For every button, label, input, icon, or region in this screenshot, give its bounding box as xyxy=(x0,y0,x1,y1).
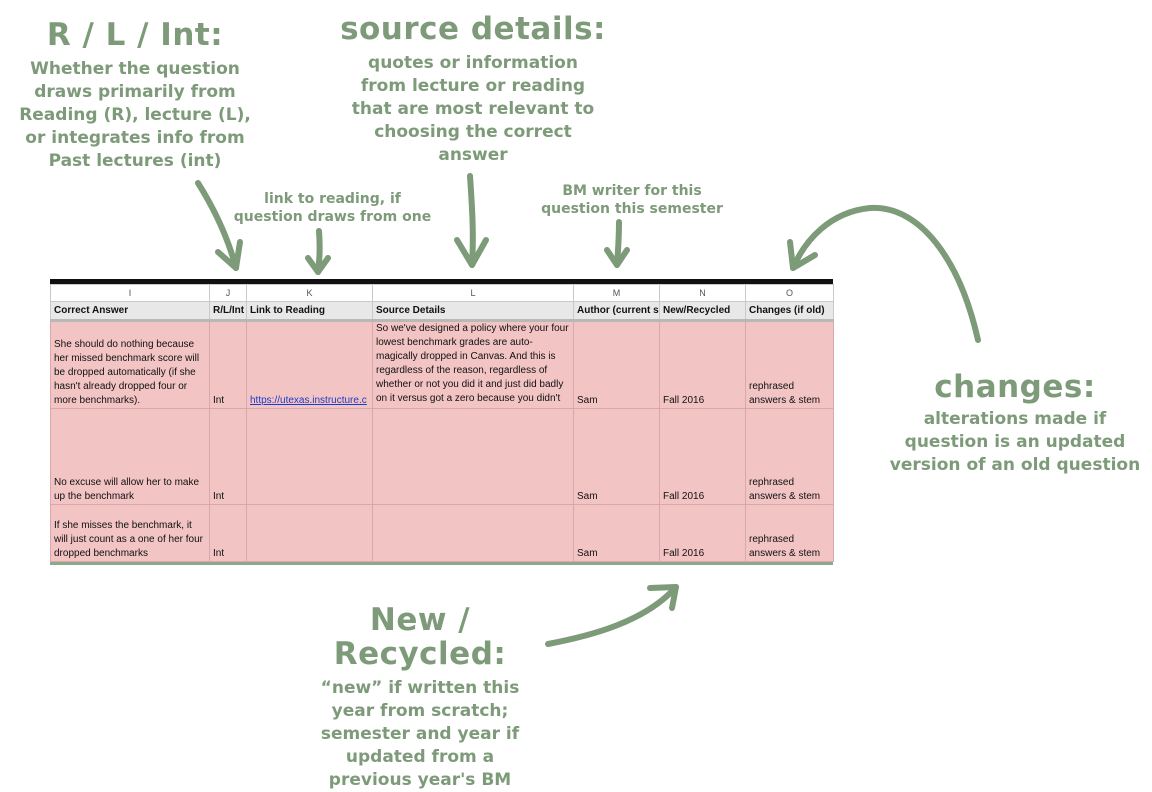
changes-description: alterations made if question is an updat… xyxy=(889,409,1141,476)
header-author[interactable]: Author (current se xyxy=(573,301,660,322)
header-source-details[interactable]: Source Details xyxy=(372,301,574,322)
link-reading-annotation: link to reading, if question draws from … xyxy=(230,190,435,226)
cell-source-details[interactable] xyxy=(372,504,574,562)
arrowhead-new-recycled xyxy=(647,584,679,611)
link-reading-description: link to reading, if question draws from … xyxy=(233,191,432,225)
column-letter-i[interactable]: I xyxy=(50,284,210,302)
new-recycled-annotation: New / Recycled: “new” if written this ye… xyxy=(290,603,550,792)
cell-rli[interactable]: Int xyxy=(209,320,247,409)
cell-rli[interactable]: Int xyxy=(209,504,247,562)
column-letter-l[interactable]: L xyxy=(372,284,574,302)
header-rli[interactable]: R/L/Int xyxy=(209,301,247,322)
cell-link-reading[interactable] xyxy=(246,408,373,505)
sheet-bottom-border xyxy=(50,562,833,565)
rli-heading: R / L / Int: xyxy=(46,17,224,53)
header-new-recycled[interactable]: New/Recycled xyxy=(659,301,746,322)
column-letter-j[interactable]: J xyxy=(209,284,247,302)
new-recycled-description: “new” if written this year from scratch;… xyxy=(320,678,520,791)
new-recycled-heading: New / Recycled: xyxy=(333,602,507,673)
cell-correct-answer[interactable]: She should do nothing because her missed… xyxy=(50,320,210,409)
header-link-reading[interactable]: Link to Reading xyxy=(246,301,373,322)
column-letter-m[interactable]: M xyxy=(573,284,660,302)
cell-rli[interactable]: Int xyxy=(209,408,247,505)
header-changes[interactable]: Changes (if old) xyxy=(745,301,834,322)
cell-author[interactable]: Sam xyxy=(573,408,660,505)
cell-changes[interactable]: rephrased answers & stem xyxy=(745,408,834,505)
source-details-description: quotes or information from lecture or re… xyxy=(351,53,595,166)
changes-annotation: changes: alterations made if question is… xyxy=(880,370,1150,477)
cell-source-details[interactable]: So we've designed a policy where your fo… xyxy=(372,320,574,409)
table-row: She should do nothing because her missed… xyxy=(50,320,834,409)
rli-description: Whether the question draws primarily fro… xyxy=(19,59,251,172)
rli-annotation: R / L / Int: Whether the question draws … xyxy=(10,18,260,173)
arrow-source-details xyxy=(467,173,476,268)
arrowhead-rli xyxy=(215,239,243,271)
cell-link-reading[interactable]: https://utexas.instructure.c xyxy=(246,320,373,409)
spreadsheet-table: I J K L M N O Correct Answer R/L/Int Lin… xyxy=(50,284,834,562)
cell-link-reading[interactable] xyxy=(246,504,373,562)
arrowhead-changes xyxy=(787,239,818,271)
column-letter-n[interactable]: N xyxy=(659,284,746,302)
cell-source-details[interactable] xyxy=(372,408,574,505)
arrow-link-reading xyxy=(315,228,323,275)
cell-new-recycled[interactable]: Fall 2016 xyxy=(659,408,746,505)
cell-new-recycled[interactable]: Fall 2016 xyxy=(659,320,746,409)
cell-changes[interactable]: rephrased answers & stem xyxy=(745,320,834,409)
cell-new-recycled[interactable]: Fall 2016 xyxy=(659,504,746,562)
bm-writer-description: BM writer for this question this semeste… xyxy=(541,183,723,217)
cell-correct-answer[interactable]: If she misses the benchmark, it will jus… xyxy=(50,504,210,562)
column-letter-k[interactable]: K xyxy=(246,284,373,302)
column-letter-o[interactable]: O xyxy=(745,284,834,302)
cell-author[interactable]: Sam xyxy=(573,320,660,409)
changes-heading: changes: xyxy=(934,369,1096,405)
cell-changes[interactable]: rephrased answers & stem xyxy=(745,504,834,562)
header-row: Correct Answer R/L/Int Link to Reading S… xyxy=(50,301,834,322)
table-row: No excuse will allow her to make up the … xyxy=(50,408,834,505)
cell-correct-answer[interactable]: No excuse will allow her to make up the … xyxy=(50,408,210,505)
bm-writer-annotation: BM writer for this question this semeste… xyxy=(532,182,732,218)
table-row: If she misses the benchmark, it will jus… xyxy=(50,504,834,562)
arrow-bm-writer xyxy=(614,219,622,268)
arrowhead-bm-writer xyxy=(604,247,630,268)
source-details-annotation: source details: quotes or information fr… xyxy=(338,12,608,167)
sheet-top-border xyxy=(50,279,833,284)
header-correct-answer[interactable]: Correct Answer xyxy=(50,301,210,322)
source-details-heading: source details: xyxy=(340,11,606,47)
arrowhead-link-reading xyxy=(305,255,331,275)
source-details-text: So we've designed a policy where your fo… xyxy=(376,323,569,404)
arrow-new-recycled xyxy=(545,584,679,647)
spreadsheet: I J K L M N O Correct Answer R/L/Int Lin… xyxy=(50,279,834,565)
cell-author[interactable]: Sam xyxy=(573,504,660,562)
reading-link[interactable]: https://utexas.instructure.c xyxy=(250,395,367,406)
column-letter-row: I J K L M N O xyxy=(50,284,834,302)
arrowhead-source-details xyxy=(454,237,489,268)
